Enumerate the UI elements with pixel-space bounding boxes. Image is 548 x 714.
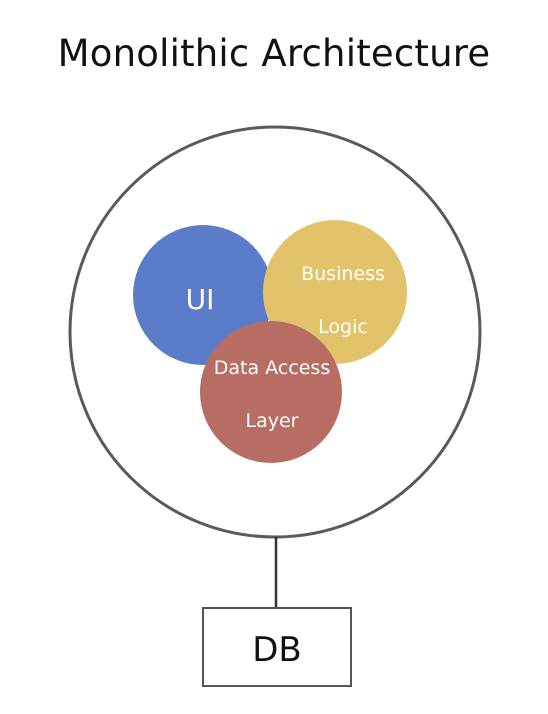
ui-label: UI <box>186 283 215 316</box>
db-box <box>202 607 352 687</box>
data-access-label-line2: Layer <box>246 410 299 432</box>
data-access-label-line1: Data Access <box>214 357 330 379</box>
data-access-layer-circle <box>200 321 342 463</box>
business-label-line2: Logic <box>318 316 368 338</box>
diagram-title: Monolithic Architecture <box>57 32 491 75</box>
business-label-line1: Business <box>301 263 385 285</box>
db-label: DB <box>252 630 302 670</box>
